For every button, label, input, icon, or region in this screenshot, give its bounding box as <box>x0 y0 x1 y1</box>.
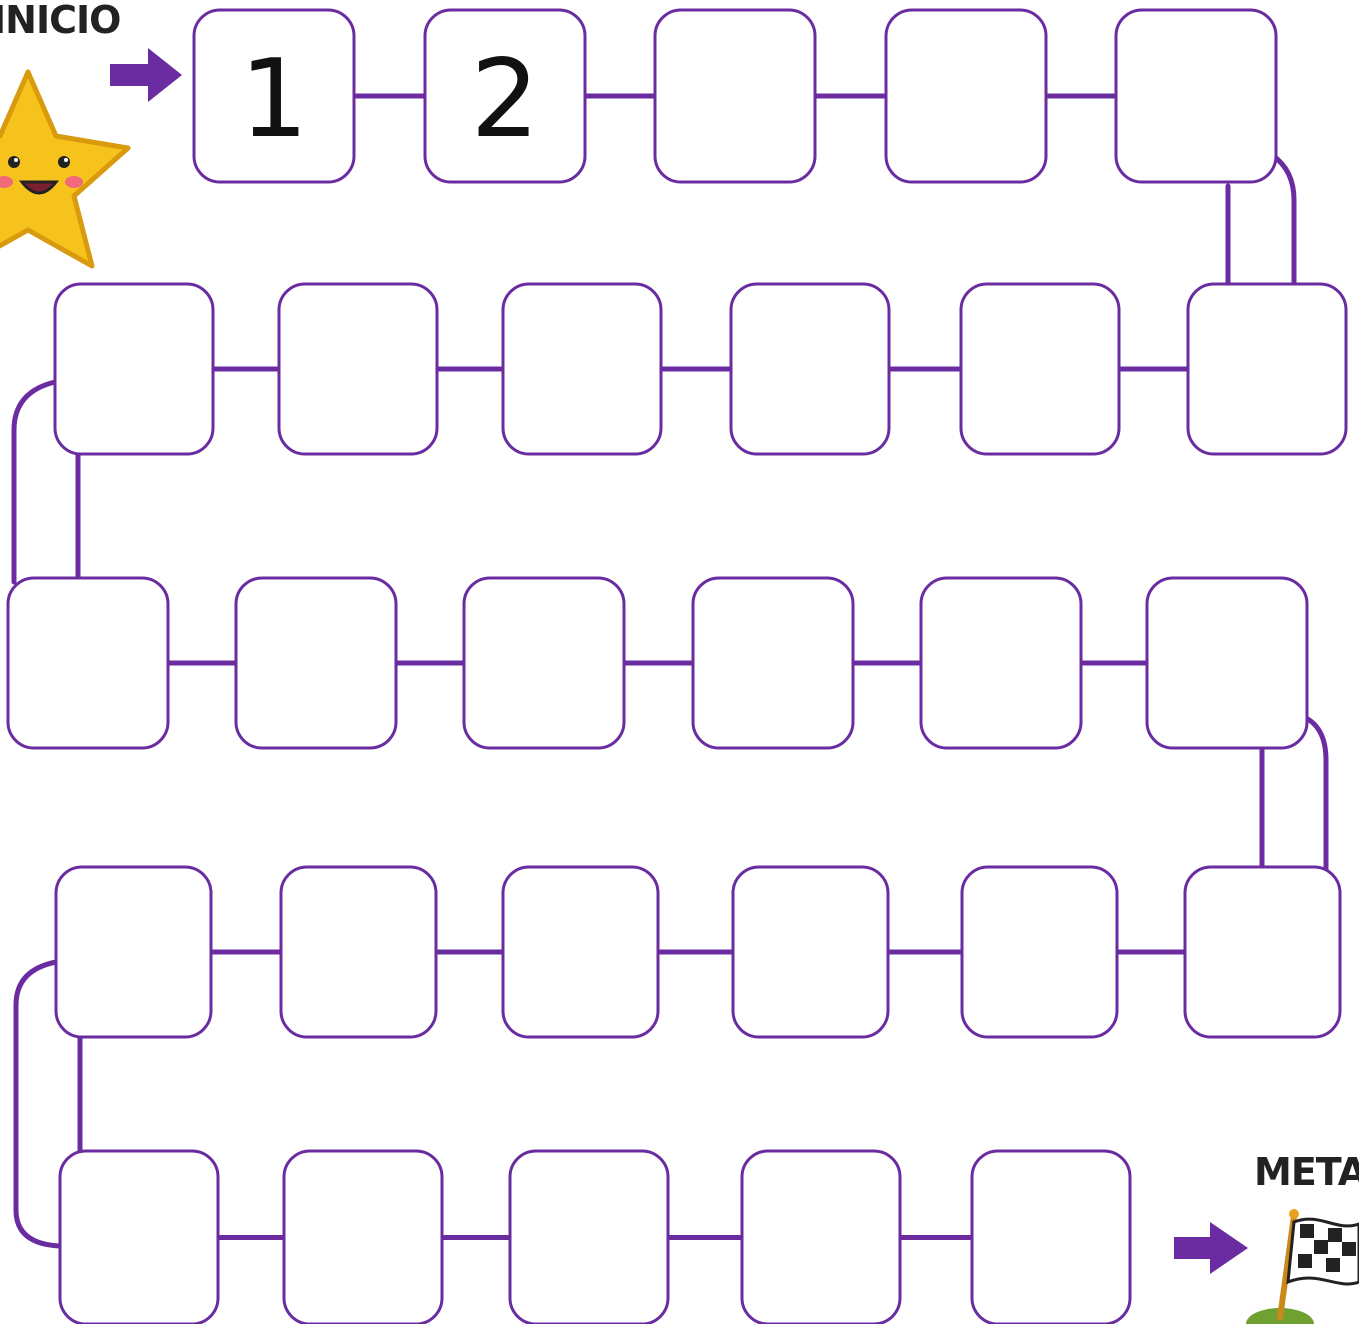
board-square[interactable] <box>733 867 888 1037</box>
board-square[interactable] <box>921 578 1081 748</box>
board-square[interactable] <box>236 578 396 748</box>
board-square[interactable] <box>56 867 211 1037</box>
board-square[interactable] <box>55 284 213 454</box>
square-number: 2 <box>471 37 540 162</box>
goal-arrow-icon <box>1174 1222 1248 1274</box>
board-square[interactable] <box>962 867 1117 1037</box>
checkered-flag-icon <box>1246 1209 1359 1324</box>
board-square[interactable] <box>731 284 889 454</box>
smiling-star-icon <box>0 72 128 266</box>
path-connectors <box>14 96 1326 1246</box>
board-square[interactable] <box>886 10 1046 182</box>
board-square[interactable] <box>503 867 658 1037</box>
path-turn <box>14 382 55 582</box>
board-square[interactable]: 1 <box>194 10 354 182</box>
board-square[interactable] <box>742 1151 900 1324</box>
board-square[interactable] <box>510 1151 668 1324</box>
board-square[interactable] <box>961 284 1119 454</box>
board-square[interactable] <box>503 284 661 454</box>
start-arrow-icon <box>110 48 182 102</box>
board-square[interactable] <box>281 867 436 1037</box>
board-square[interactable] <box>1185 867 1340 1037</box>
board-square[interactable]: 2 <box>425 10 585 182</box>
board-square[interactable] <box>1188 284 1346 454</box>
board-square[interactable] <box>279 284 437 454</box>
path-turn <box>1272 155 1294 284</box>
board-square[interactable] <box>693 578 853 748</box>
board-square[interactable] <box>60 1151 218 1324</box>
square-number: 1 <box>240 37 309 162</box>
board-square[interactable] <box>1116 10 1276 182</box>
path-turn <box>1302 716 1326 870</box>
path-turn <box>16 962 60 1246</box>
board-square[interactable] <box>655 10 815 182</box>
board-square[interactable] <box>972 1151 1130 1324</box>
board-square[interactable] <box>284 1151 442 1324</box>
board-square[interactable] <box>464 578 624 748</box>
board-square[interactable] <box>1147 578 1307 748</box>
board-square[interactable] <box>8 578 168 748</box>
